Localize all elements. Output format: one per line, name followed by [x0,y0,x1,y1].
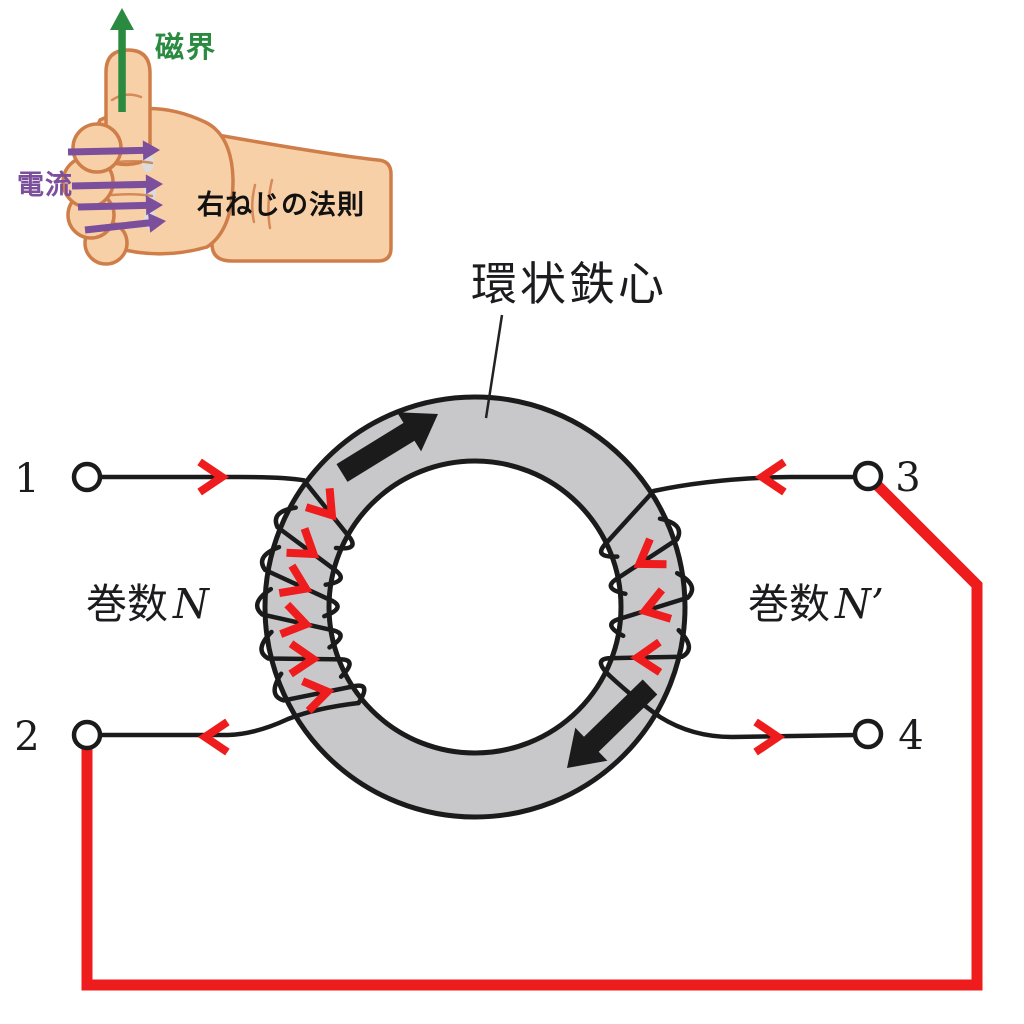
terminal-2-label: 2 [14,714,39,760]
flux-arrow-bottom [567,679,658,768]
wrist-crease [267,178,274,230]
left-coil-exit-wire [97,700,361,738]
current-arrow [71,174,163,195]
terminal-4-label: 4 [898,713,923,759]
finger-crease [116,159,154,165]
finger-crease [110,192,154,198]
left-coil-turn [97,474,355,551]
right-winding-label-prefix: 巻数 [748,580,830,628]
current-direction-chevron [630,638,663,676]
current-direction-chevron [753,718,786,756]
terminal-4-node [852,718,884,750]
left-coil-turn [259,544,340,619]
core-inner-edge [326,458,624,756]
left-coil-turn [272,671,367,706]
rule-title-label: 右ねじの法則 [197,190,365,221]
terminal-2-node [71,719,103,751]
magnetic-field-arrow [110,8,134,112]
current-direction-chevron [288,640,321,678]
right-coil-turn [608,516,682,597]
current-arrow [84,212,166,234]
terminal-nodes [71,460,884,751]
arm [210,132,393,263]
core-label-leader-line [484,314,504,419]
thumb-crease [110,93,143,102]
terminal-1-label: 1 [14,456,39,502]
toroidal-core [262,394,688,820]
current-direction-chevrons [197,458,787,756]
terminal-1-node [71,461,103,493]
right-coil-turn [598,627,692,678]
right-winding-label-symbol: N’ [834,580,884,628]
right-coil-turn [609,570,695,639]
core-label: 環状鉄心 [471,257,667,311]
right-hand-rule-inset: 磁界 電流 右ねじの法則 [17,8,393,266]
right-coil-exit-wire [607,673,859,740]
current-direction-chevron [638,587,673,623]
current-arrow [77,195,163,216]
current-direction-chevron [278,563,313,598]
current-direction-chevron [304,487,337,521]
left-winding-coil [97,474,367,738]
red-circuit-wire [81,479,983,991]
left-winding-label-prefix: 巻数 [86,580,168,628]
left-coil-turn [273,505,343,587]
hand-rule-arrows [67,8,166,234]
flux-arrow-top [336,412,438,482]
terminal-3-node [852,460,884,492]
current-direction-chevron [754,458,787,496]
left-coil-turn [259,629,352,679]
current-direction-chevron [301,677,335,714]
flux-direction-arrows [336,412,658,768]
current-direction-chevron [197,458,230,496]
current-direction-chevron [286,527,320,559]
terminal-3-label: 3 [895,455,920,501]
current-label: 電流 [17,170,73,201]
left-winding-label-symbol: N [172,580,211,628]
current-direction-chevron [633,537,667,569]
current-direction-chevron [279,601,313,638]
left-coil-turn [254,586,343,650]
current-arrow [67,140,160,161]
wrist-crease [251,183,257,224]
magnetic-field-label: 磁界 [155,30,217,64]
current-direction-chevron [197,718,230,756]
